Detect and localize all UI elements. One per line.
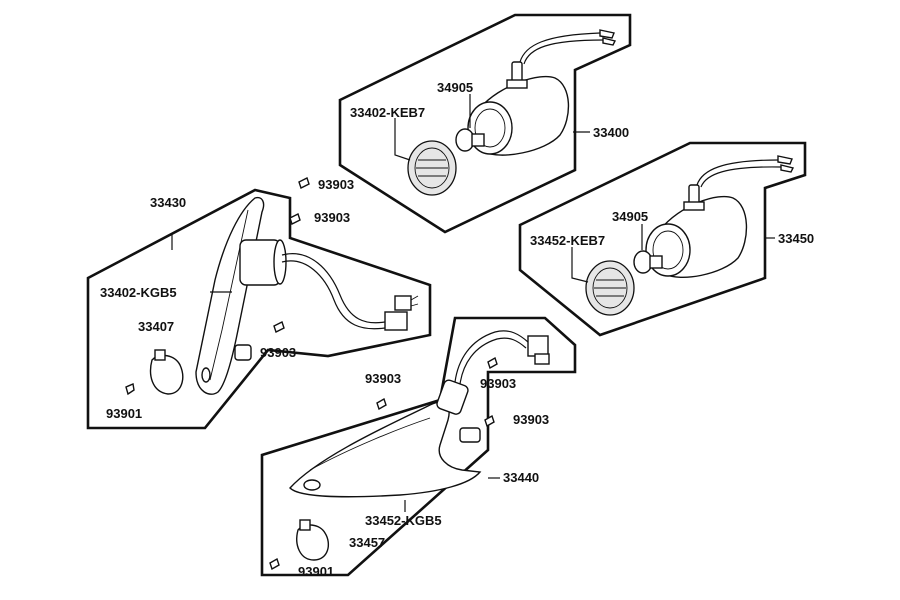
screw-93901-b [269,557,280,571]
connector-33440 [527,335,549,357]
frame-33450 [518,141,807,337]
screw-93903-a [298,177,310,189]
group-33440: 93903 93903 93903 33440 33452-KGB5 33457… [260,316,577,579]
label-93903-b: 93903 [314,210,350,225]
label-93903-a: 93903 [318,177,354,192]
screw-93903-f [484,414,495,428]
screw-93903-c [273,321,285,333]
label-33430: 33430 [150,195,186,210]
label-33440: 33440 [503,470,539,485]
bulb-34905-b [633,250,653,274]
socket-33457 [296,524,329,561]
label-93901-b: 93901 [298,564,334,579]
group-33430: 33430 93903 93903 33402-KGB5 33407 93903… [86,177,432,430]
label-33400: 33400 [593,125,629,140]
label-33402-keb7: 33402-KEB7 [350,105,425,120]
label-33407: 33407 [138,319,174,334]
label-34905-a: 34905 [437,80,473,95]
connector-33430 [384,311,408,331]
screw-93901-a [125,383,135,396]
label-33457: 33457 [349,535,385,550]
label-93903-d: 93903 [365,371,401,386]
label-33402-kgb5: 33402-KGB5 [100,285,177,300]
label-93903-f: 93903 [513,412,549,427]
socket-33407 [149,354,184,395]
label-33450: 33450 [778,231,814,246]
label-93903-e: 93903 [480,376,516,391]
group-33400: 34905 33402-KEB7 33400 [338,13,632,234]
label-93903-c: 93903 [260,345,296,360]
frame-33400 [338,13,632,234]
label-34905-b: 34905 [612,209,648,224]
label-33452-kgb5: 33452-KGB5 [365,513,442,528]
signal-housing-33440 [289,401,482,498]
group-33450: 34905 33452-KEB7 33450 [518,141,814,337]
screw-93903-e [487,356,498,370]
label-93901-a: 93901 [106,406,142,421]
screw-93903-b [289,213,301,225]
screw-93903-d [376,397,387,411]
frame-33440 [260,316,577,577]
frame-33430 [86,188,432,430]
bulb-34905-a [455,128,475,152]
label-33452-keb7: 33452-KEB7 [530,233,605,248]
